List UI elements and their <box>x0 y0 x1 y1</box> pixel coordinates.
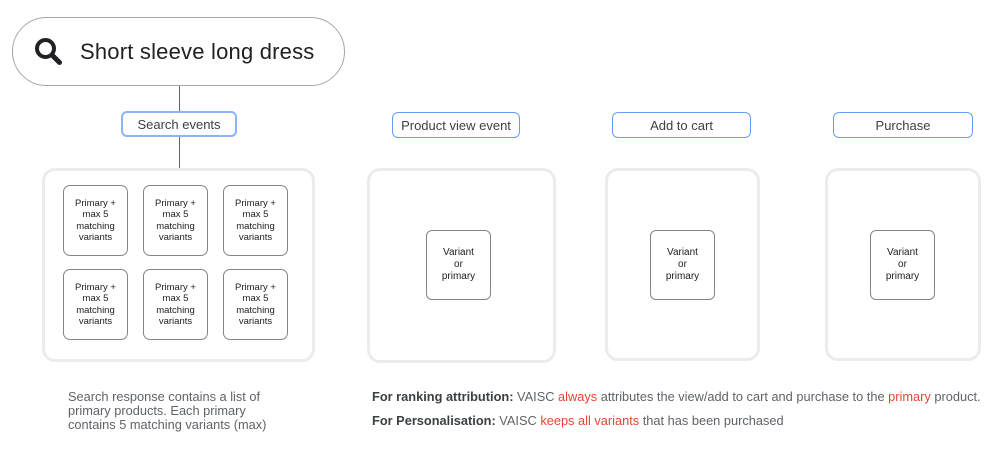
attribution-notes: For ranking attribution: VAISC always at… <box>372 389 981 428</box>
personalisation-line: For Personalisation: VAISC keeps all var… <box>372 413 784 428</box>
primary-variants-box: Primary + max 5 matching variants <box>63 269 128 340</box>
variant-or-primary-box: Variant or primary <box>650 230 715 300</box>
search-icon <box>35 38 62 65</box>
chip-purchase[interactable]: Purchase <box>833 112 973 138</box>
variant-or-primary-box: Variant or primary <box>426 230 491 300</box>
ranking-label: For ranking attribution: <box>372 389 514 404</box>
ranking-attribution-line: For ranking attribution: VAISC always at… <box>372 389 981 404</box>
search-events-panel: Primary + max 5 matching variants Primar… <box>42 168 315 362</box>
chip-product-view-event[interactable]: Product view event <box>392 112 520 138</box>
chip-search-events[interactable]: Search events <box>121 111 237 137</box>
primary-variants-box: Primary + max 5 matching variants <box>143 185 208 256</box>
highlight-always: always <box>558 389 598 404</box>
connector-chip-to-panel <box>178 137 180 168</box>
connector-pill-to-chip <box>178 86 180 111</box>
add-to-cart-panel: Variant or primary <box>605 168 760 361</box>
search-query-text: Short sleeve long dress <box>80 38 315 64</box>
primary-variants-box: Primary + max 5 matching variants <box>63 185 128 256</box>
chip-add-to-cart[interactable]: Add to cart <box>612 112 751 138</box>
product-view-panel: Variant or primary <box>367 168 556 363</box>
search-bar[interactable]: Short sleeve long dress <box>12 17 345 86</box>
search-response-note: Search response contains a list of prima… <box>68 389 267 432</box>
primary-box-grid: Primary + max 5 matching variants Primar… <box>63 185 288 340</box>
primary-variants-box: Primary + max 5 matching variants <box>223 269 288 340</box>
primary-variants-box: Primary + max 5 matching variants <box>223 185 288 256</box>
primary-variants-box: Primary + max 5 matching variants <box>143 269 208 340</box>
highlight-primary: primary <box>888 389 931 404</box>
highlight-keeps-all-variants: keeps all variants <box>540 413 640 428</box>
purchase-panel: Variant or primary <box>825 168 981 361</box>
personalisation-label: For Personalisation: <box>372 413 496 428</box>
variant-or-primary-box: Variant or primary <box>870 230 935 300</box>
